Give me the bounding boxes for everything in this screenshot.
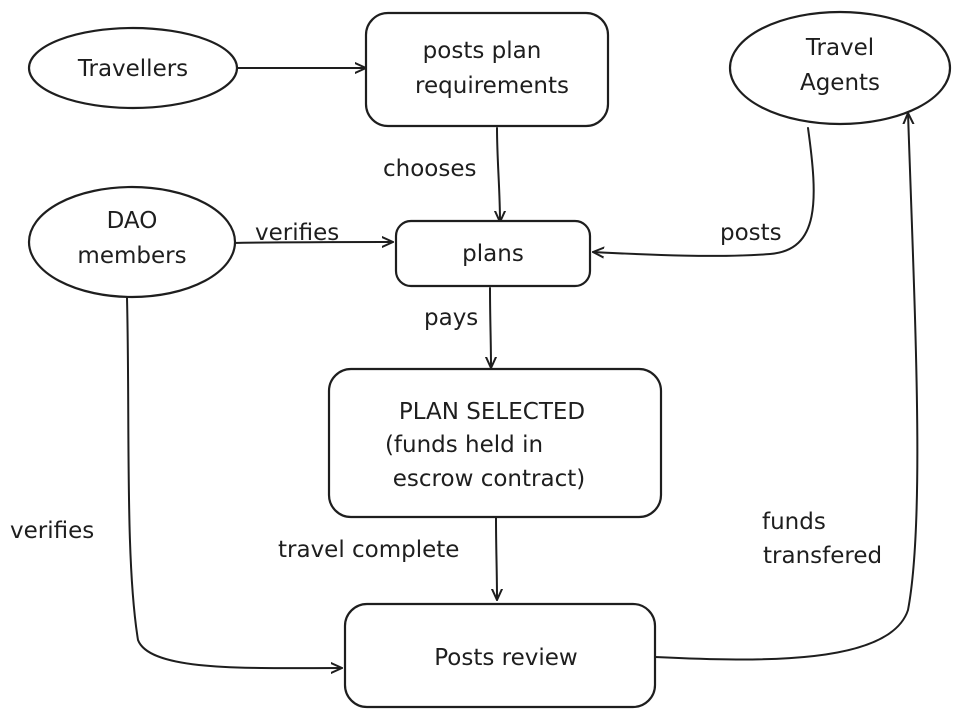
label-requirements-2: requirements xyxy=(415,73,569,99)
node-plans xyxy=(394,219,592,288)
label-dao-members-2: members xyxy=(77,243,186,269)
edge-label-funds-transfered-1: funds xyxy=(762,509,826,535)
label-posts-review: Posts review xyxy=(434,645,577,671)
label-plan-selected-2: (funds held in xyxy=(385,432,543,458)
node-travel-agents xyxy=(728,10,952,126)
node-labels: Travellers posts plan requirements Trave… xyxy=(77,35,880,671)
label-travel-agents-1: Travel xyxy=(805,35,874,61)
label-requirements-1: posts plan xyxy=(423,38,542,64)
node-dao-members xyxy=(27,185,237,299)
edge-label-verifies-plans: verifies xyxy=(255,220,339,246)
edge-label-chooses: chooses xyxy=(383,156,476,182)
label-travellers: Travellers xyxy=(77,56,188,82)
node-plan-selected xyxy=(327,367,663,519)
node-posts-review xyxy=(343,602,657,709)
edge-labels: chooses verifies posts pays travel compl… xyxy=(10,156,882,569)
edge-verifies-plans xyxy=(232,242,394,243)
label-dao-members-1: DAO xyxy=(107,208,158,234)
edges xyxy=(126,68,919,668)
node-travellers xyxy=(27,26,239,110)
edge-funds-transfered xyxy=(654,112,919,661)
label-travel-agents-2: Agents xyxy=(800,70,880,96)
edge-label-verifies-review: verifies xyxy=(10,518,94,544)
label-plans: plans xyxy=(462,241,524,267)
edge-travel-complete xyxy=(496,517,497,601)
edge-label-posts: posts xyxy=(720,220,782,246)
label-plan-selected-1: PLAN SELECTED xyxy=(399,399,585,425)
edge-pays xyxy=(490,287,491,369)
edge-label-travel-complete: travel complete xyxy=(278,537,459,563)
edge-label-pays: pays xyxy=(424,305,478,331)
edge-chooses xyxy=(497,127,500,223)
edge-posts xyxy=(592,127,815,256)
edge-verifies-review xyxy=(126,297,343,668)
label-plan-selected-3: escrow contract) xyxy=(393,466,585,492)
node-requirements xyxy=(364,11,610,128)
edge-label-funds-transfered-2: transfered xyxy=(763,543,882,569)
nodes xyxy=(27,10,952,709)
